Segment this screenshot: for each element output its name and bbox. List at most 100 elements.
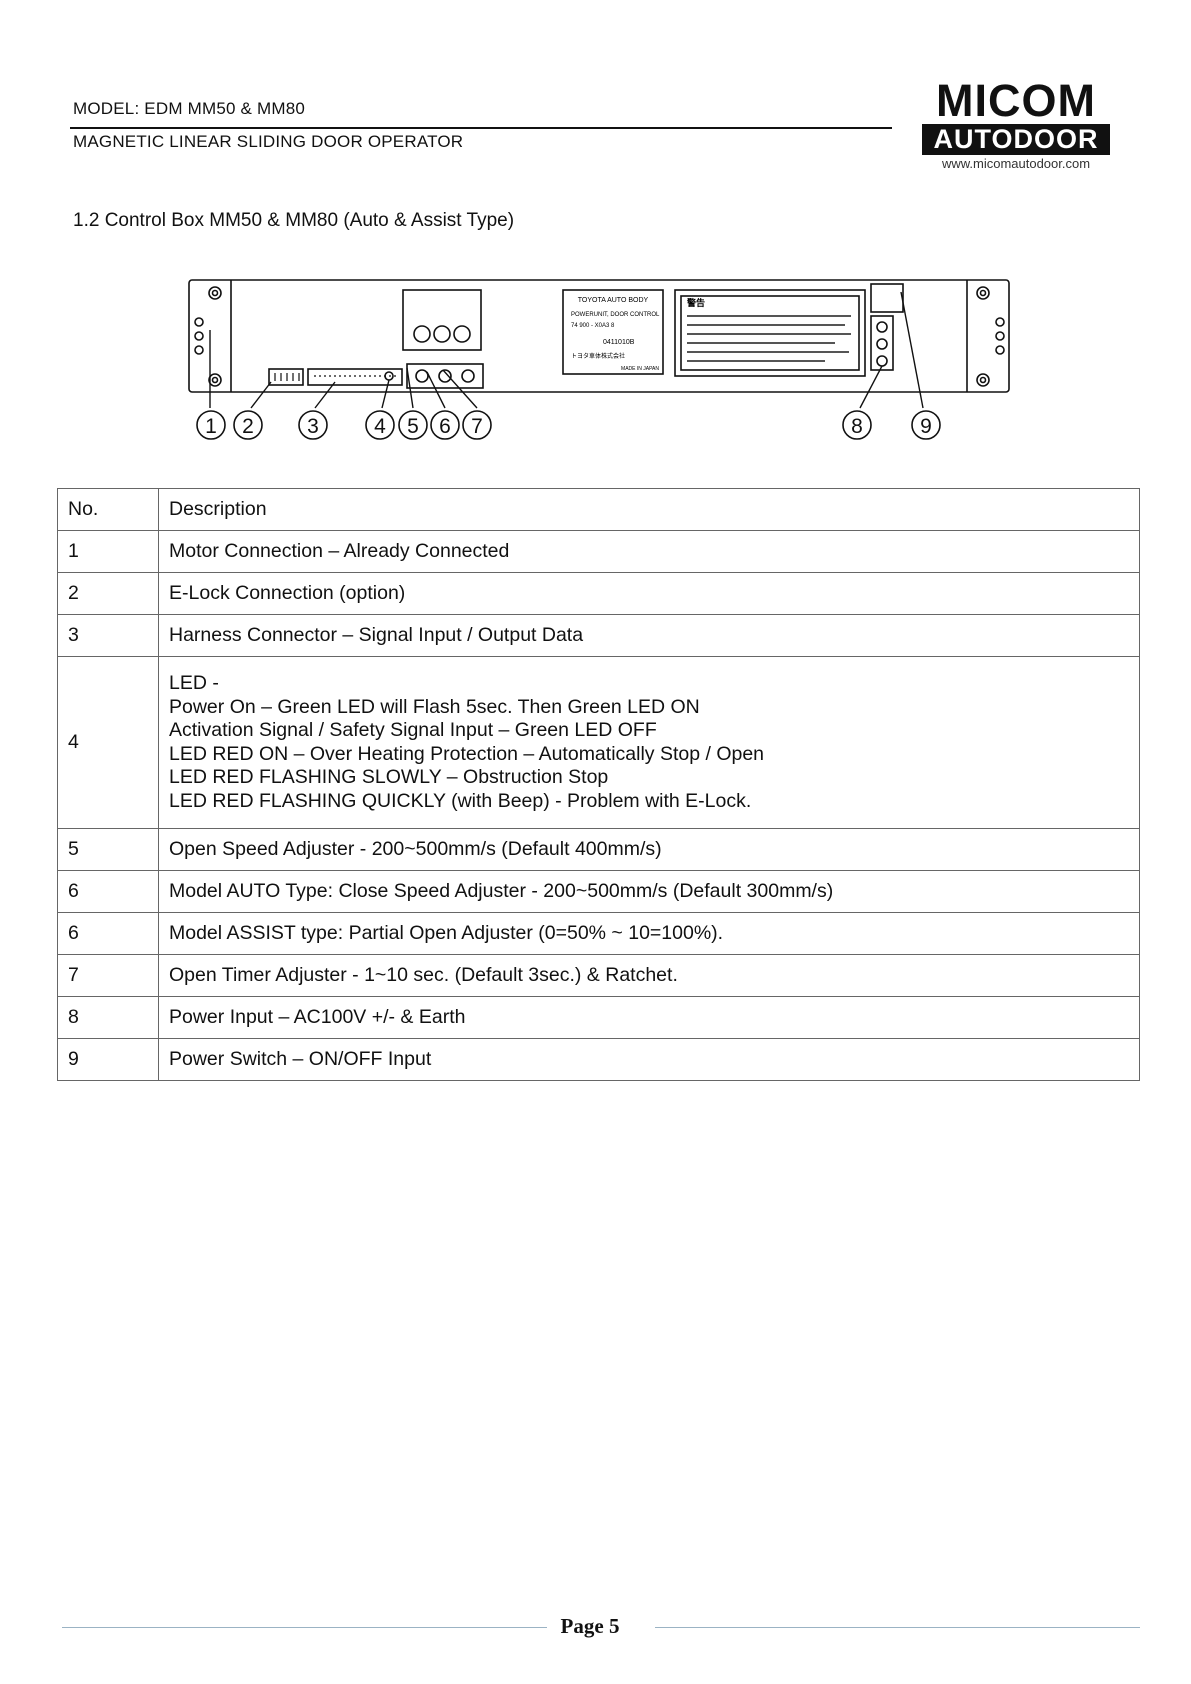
row-number: 6 [57,912,159,955]
row-number: 9 [57,1038,159,1081]
footer-rule-right [655,1627,1140,1628]
callout-2-circle [233,410,263,440]
row-description: Model ASSIST type: Partial Open Adjuster… [158,912,1140,955]
row-number: 1 [57,530,159,573]
table-row: 7 Open Timer Adjuster - 1~10 sec. (Defau… [57,954,1140,997]
section-title: 1.2 Control Box MM50 & MM80 (Auto & Assi… [73,210,515,231]
header-no: No. [57,488,159,531]
row-number: 8 [57,996,159,1039]
row-description: Model AUTO Type: Close Speed Adjuster - … [158,870,1140,913]
row-description: Power Switch – ON/OFF Input [158,1038,1140,1081]
page-number: Page 5 [560,1614,620,1638]
label-made-in: MADE IN JAPAN [621,366,659,372]
adjuster-knob-icon [453,325,471,343]
table-row: 1 Motor Connection – Already Connected [57,530,1140,573]
adjuster-knob-icon [413,325,431,343]
screw-icon [208,286,222,300]
hole-icon [194,331,204,341]
table-row: 4 LED - Power On – Green LED will Flash … [57,656,1140,829]
warning-title: 警告 [687,297,705,309]
row-number: 6 [57,870,159,913]
micom-logo: MICOM AUTODOOR www.micomautodoor.com [922,75,1110,172]
timer-adjuster-icon [461,369,475,383]
table-row: 2 E-Lock Connection (option) [57,572,1140,615]
screw-icon [976,373,990,387]
description-table: No. Description 1 Motor Connection – Alr… [57,488,1140,1081]
power-terminal-block [870,315,894,371]
power-switch [870,283,904,313]
footer-rule-left [62,1627,547,1628]
row-number: 2 [57,572,159,615]
control-box-diagram: TOYOTA AUTO BODY POWERUNIT, DOOR CONTROL… [188,279,1010,440]
callout-5: 5 [407,415,419,438]
table-row: 9 Power Switch – ON/OFF Input [57,1038,1140,1081]
callout-7: 7 [471,415,483,438]
table-row: 6 Model AUTO Type: Close Speed Adjuster … [57,870,1140,913]
label-line2: 74 900 - X0A3 8 [571,323,615,329]
callout-2: 2 [242,415,254,438]
header-description: Description [158,488,1140,531]
adjuster-knob-icon [433,325,451,343]
led-line: LED RED ON – Over Heating Protection – A… [169,742,765,765]
screw-icon [208,373,222,387]
hole-icon [194,317,204,327]
header-subtitle: MAGNETIC LINEAR SLIDING DOOR OPERATOR [73,132,464,151]
screw-icon [976,286,990,300]
callout-1: 1 [205,415,217,438]
adjuster-strip [406,363,484,389]
elock-connector [268,368,304,386]
callout-9: 9 [920,415,932,438]
adjuster-panel [402,289,482,351]
callout-4: 4 [374,415,386,438]
label-line1: POWERUNIT, DOOR CONTROL [571,312,660,318]
led-line: LED RED FLASHING QUICKLY (with Beep) - P… [169,789,752,812]
callout-7-circle [462,410,492,440]
speed-adjuster-icon [415,369,429,383]
hole-icon [194,345,204,355]
row-description: Open Timer Adjuster - 1~10 sec. (Default… [158,954,1140,997]
row-description: E-Lock Connection (option) [158,572,1140,615]
callout-4-circle [365,410,395,440]
close-speed-adjuster-icon [438,369,452,383]
callout-9-circle [911,410,941,440]
row-number: 5 [57,828,159,871]
product-label [562,289,664,375]
table-row: 3 Harness Connector – Signal Input / Out… [57,614,1140,657]
callout-6-circle [430,410,460,440]
label-maker: トヨタ車体株式会社 [571,352,625,360]
hole-icon [995,345,1005,355]
hole-icon [995,331,1005,341]
callout-5-circle [398,410,428,440]
logo-url: www.micomautodoor.com [941,156,1091,171]
row-description-led: LED - Power On – Green LED will Flash 5s… [158,656,1140,829]
logo-bar-text: AUTODOOR [922,124,1110,155]
table-header-row: No. Description [57,488,1140,531]
row-description: Harness Connector – Signal Input / Outpu… [158,614,1140,657]
callout-3-circle [298,410,328,440]
harness-connector [307,368,403,386]
table-row: 5 Open Speed Adjuster - 200~500mm/s (Def… [57,828,1140,871]
led-line: Activation Signal / Safety Signal Input … [169,719,657,741]
row-description: Open Speed Adjuster - 200~500mm/s (Defau… [158,828,1140,871]
hole-icon [995,317,1005,327]
table-row: 6 Model ASSIST type: Partial Open Adjust… [57,912,1140,955]
led-line: Power On – Green LED will Flash 5sec. Th… [169,695,700,718]
header-model: MODEL: EDM MM50 & MM80 [73,99,306,118]
callout-6: 6 [439,415,451,438]
row-description: Motor Connection – Already Connected [158,530,1140,573]
led-line: LED RED FLASHING SLOWLY – Obstruction St… [169,766,609,788]
warning-label [674,289,866,377]
row-number: 3 [57,614,159,657]
callout-8: 8 [851,415,863,438]
row-description: Power Input – AC100V +/- & Earth [158,996,1140,1039]
callout-3: 3 [307,415,319,438]
logo-top-text: MICOM [936,75,1096,126]
row-number: 4 [57,656,159,829]
row-number: 7 [57,954,159,997]
header-divider [70,127,892,129]
callout-8-circle [842,410,872,440]
label-brand: TOYOTA AUTO BODY [578,297,649,304]
table-row: 8 Power Input – AC100V +/- & Earth [57,996,1140,1039]
label-serial: 0411010B [603,339,635,346]
control-box-housing [188,279,1010,393]
